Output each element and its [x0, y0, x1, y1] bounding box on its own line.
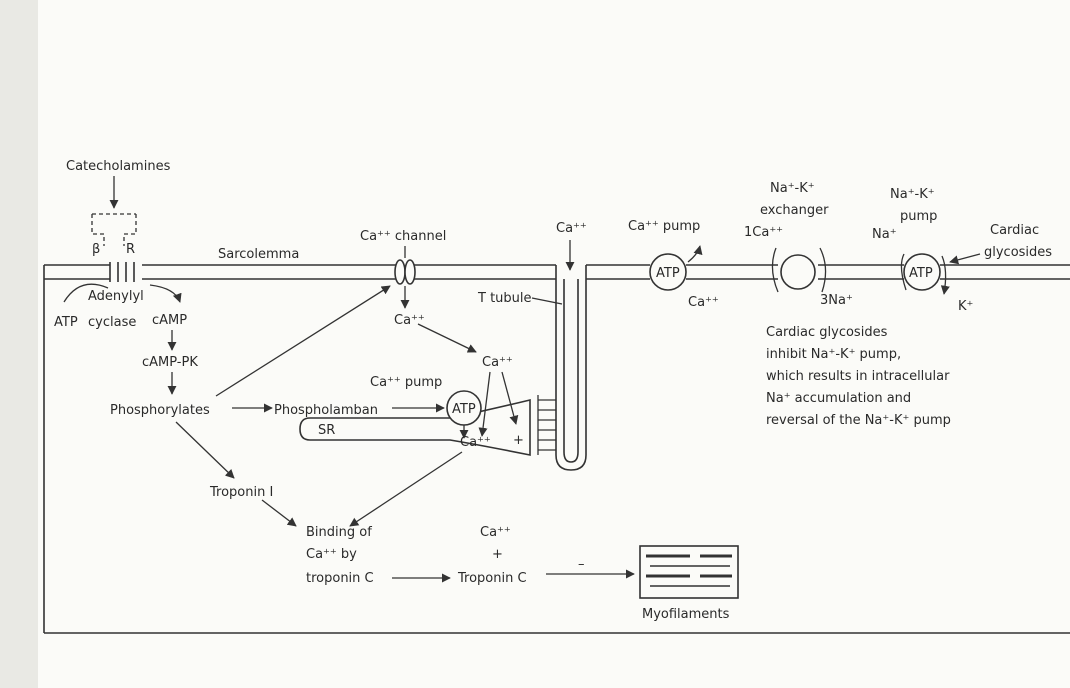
label-three-na: 3Na⁺: [820, 293, 853, 308]
label-ca-tc-3: Troponin C: [457, 571, 527, 586]
note-line-5: reversal of the Na⁺-K⁺ pump: [766, 413, 951, 428]
label-adenylyl: Adenylyl: [88, 289, 144, 304]
label-camp-pk: cAMP-PK: [142, 355, 198, 370]
label-one-ca: 1Ca⁺⁺: [744, 225, 783, 240]
ca-pump-out-arrow: [688, 246, 700, 262]
label-atp-left: ATP: [54, 315, 78, 330]
note-line-1: Cardiac glycosides: [766, 325, 888, 340]
label-k-plus: K⁺: [958, 299, 973, 314]
note-line-3: which results in intracellular: [766, 369, 950, 384]
label-nak-pump-2: pump: [900, 209, 937, 224]
label-ca-pump-top: Ca⁺⁺ pump: [628, 219, 700, 234]
label-exchanger-2: exchanger: [760, 203, 829, 218]
t-tubule-outer: [556, 265, 586, 470]
label-glycosides: glycosides: [984, 245, 1052, 260]
exchanger-left-arc: [772, 248, 778, 292]
t-tubule-inner: [564, 279, 578, 462]
arrow-to-camp: [150, 285, 180, 302]
label-ca-channel: Ca⁺⁺ channel: [360, 229, 446, 244]
label-ca-channel-in: Ca⁺⁺: [394, 313, 425, 328]
label-binding-1: Binding of: [306, 525, 372, 540]
exchanger-circle: [781, 255, 815, 289]
label-ca-pump-sr: Ca⁺⁺ pump: [370, 375, 442, 390]
label-myofilaments: Myofilaments: [642, 607, 730, 622]
label-binding-2: Ca⁺⁺ by: [306, 547, 357, 562]
label-minus: –: [578, 557, 585, 572]
label-binding-3: troponin C: [306, 571, 374, 586]
sr-junction-feet: [538, 395, 556, 455]
arrow-sr-to-binding: [350, 452, 462, 526]
label-ca-cytosol: Ca⁺⁺: [482, 355, 513, 370]
page-edge-shade: [0, 0, 38, 688]
label-t-tubule: T tubule: [477, 291, 532, 306]
label-camp: cAMP: [152, 313, 187, 328]
label-phospholamban: Phospholamban: [274, 403, 378, 418]
label-ca-ttubule: Ca⁺⁺: [556, 221, 587, 236]
label-cardiac: Cardiac: [990, 223, 1039, 238]
arrow-ca-to-sr: [482, 372, 490, 436]
arrow-to-troponin-i: [176, 422, 234, 478]
label-ca-sr: Ca⁺⁺: [460, 435, 491, 450]
label-beta: β: [92, 242, 100, 257]
label-plus-sr: +: [513, 433, 524, 448]
label-sr: SR: [318, 423, 335, 438]
nak-pump-right-arc: [942, 256, 946, 294]
arrow-ca-to-cytosol: [418, 324, 476, 352]
note-line-2: inhibit Na⁺-K⁺ pump,: [766, 347, 901, 362]
label-nak-pump-1: Na⁺-K⁺: [890, 187, 935, 202]
glycoside-note: Cardiac glycosides inhibit Na⁺-K⁺ pump, …: [766, 325, 951, 428]
label-troponin-i: Troponin I: [209, 485, 273, 500]
label-atp-sr: ATP: [452, 402, 476, 417]
label-phosphorylates: Phosphorylates: [110, 403, 210, 418]
arrow-to-ca-channel: [216, 286, 390, 396]
arrow-to-binding: [262, 500, 296, 526]
label-atp-pump: ATP: [656, 266, 680, 281]
label-exchanger-1: Na⁺-K⁺: [770, 181, 815, 196]
label-ca-tc-2: +: [492, 547, 503, 562]
myofilaments-icon: [640, 546, 738, 598]
label-ca-pump-bottom: Ca⁺⁺: [688, 295, 719, 310]
label-cyclase: cyclase: [88, 315, 136, 330]
label-r: R: [126, 242, 135, 257]
label-catecholamines: Catecholamines: [66, 159, 171, 174]
arrow-glycosides-pump: [950, 254, 980, 262]
label-atp-nak: ATP: [909, 266, 933, 281]
exchanger-right-arc: [820, 248, 826, 292]
note-line-4: Na⁺ accumulation and: [766, 391, 911, 406]
ca-channel-icon: [395, 260, 415, 284]
t-tubule-pointer: [532, 298, 562, 304]
label-na-plus: Na⁺: [872, 227, 897, 242]
label-ca-tc-1: Ca⁺⁺: [480, 525, 511, 540]
arrow-ca-to-plus: [502, 372, 516, 424]
label-sarcolemma: Sarcolemma: [218, 247, 299, 262]
